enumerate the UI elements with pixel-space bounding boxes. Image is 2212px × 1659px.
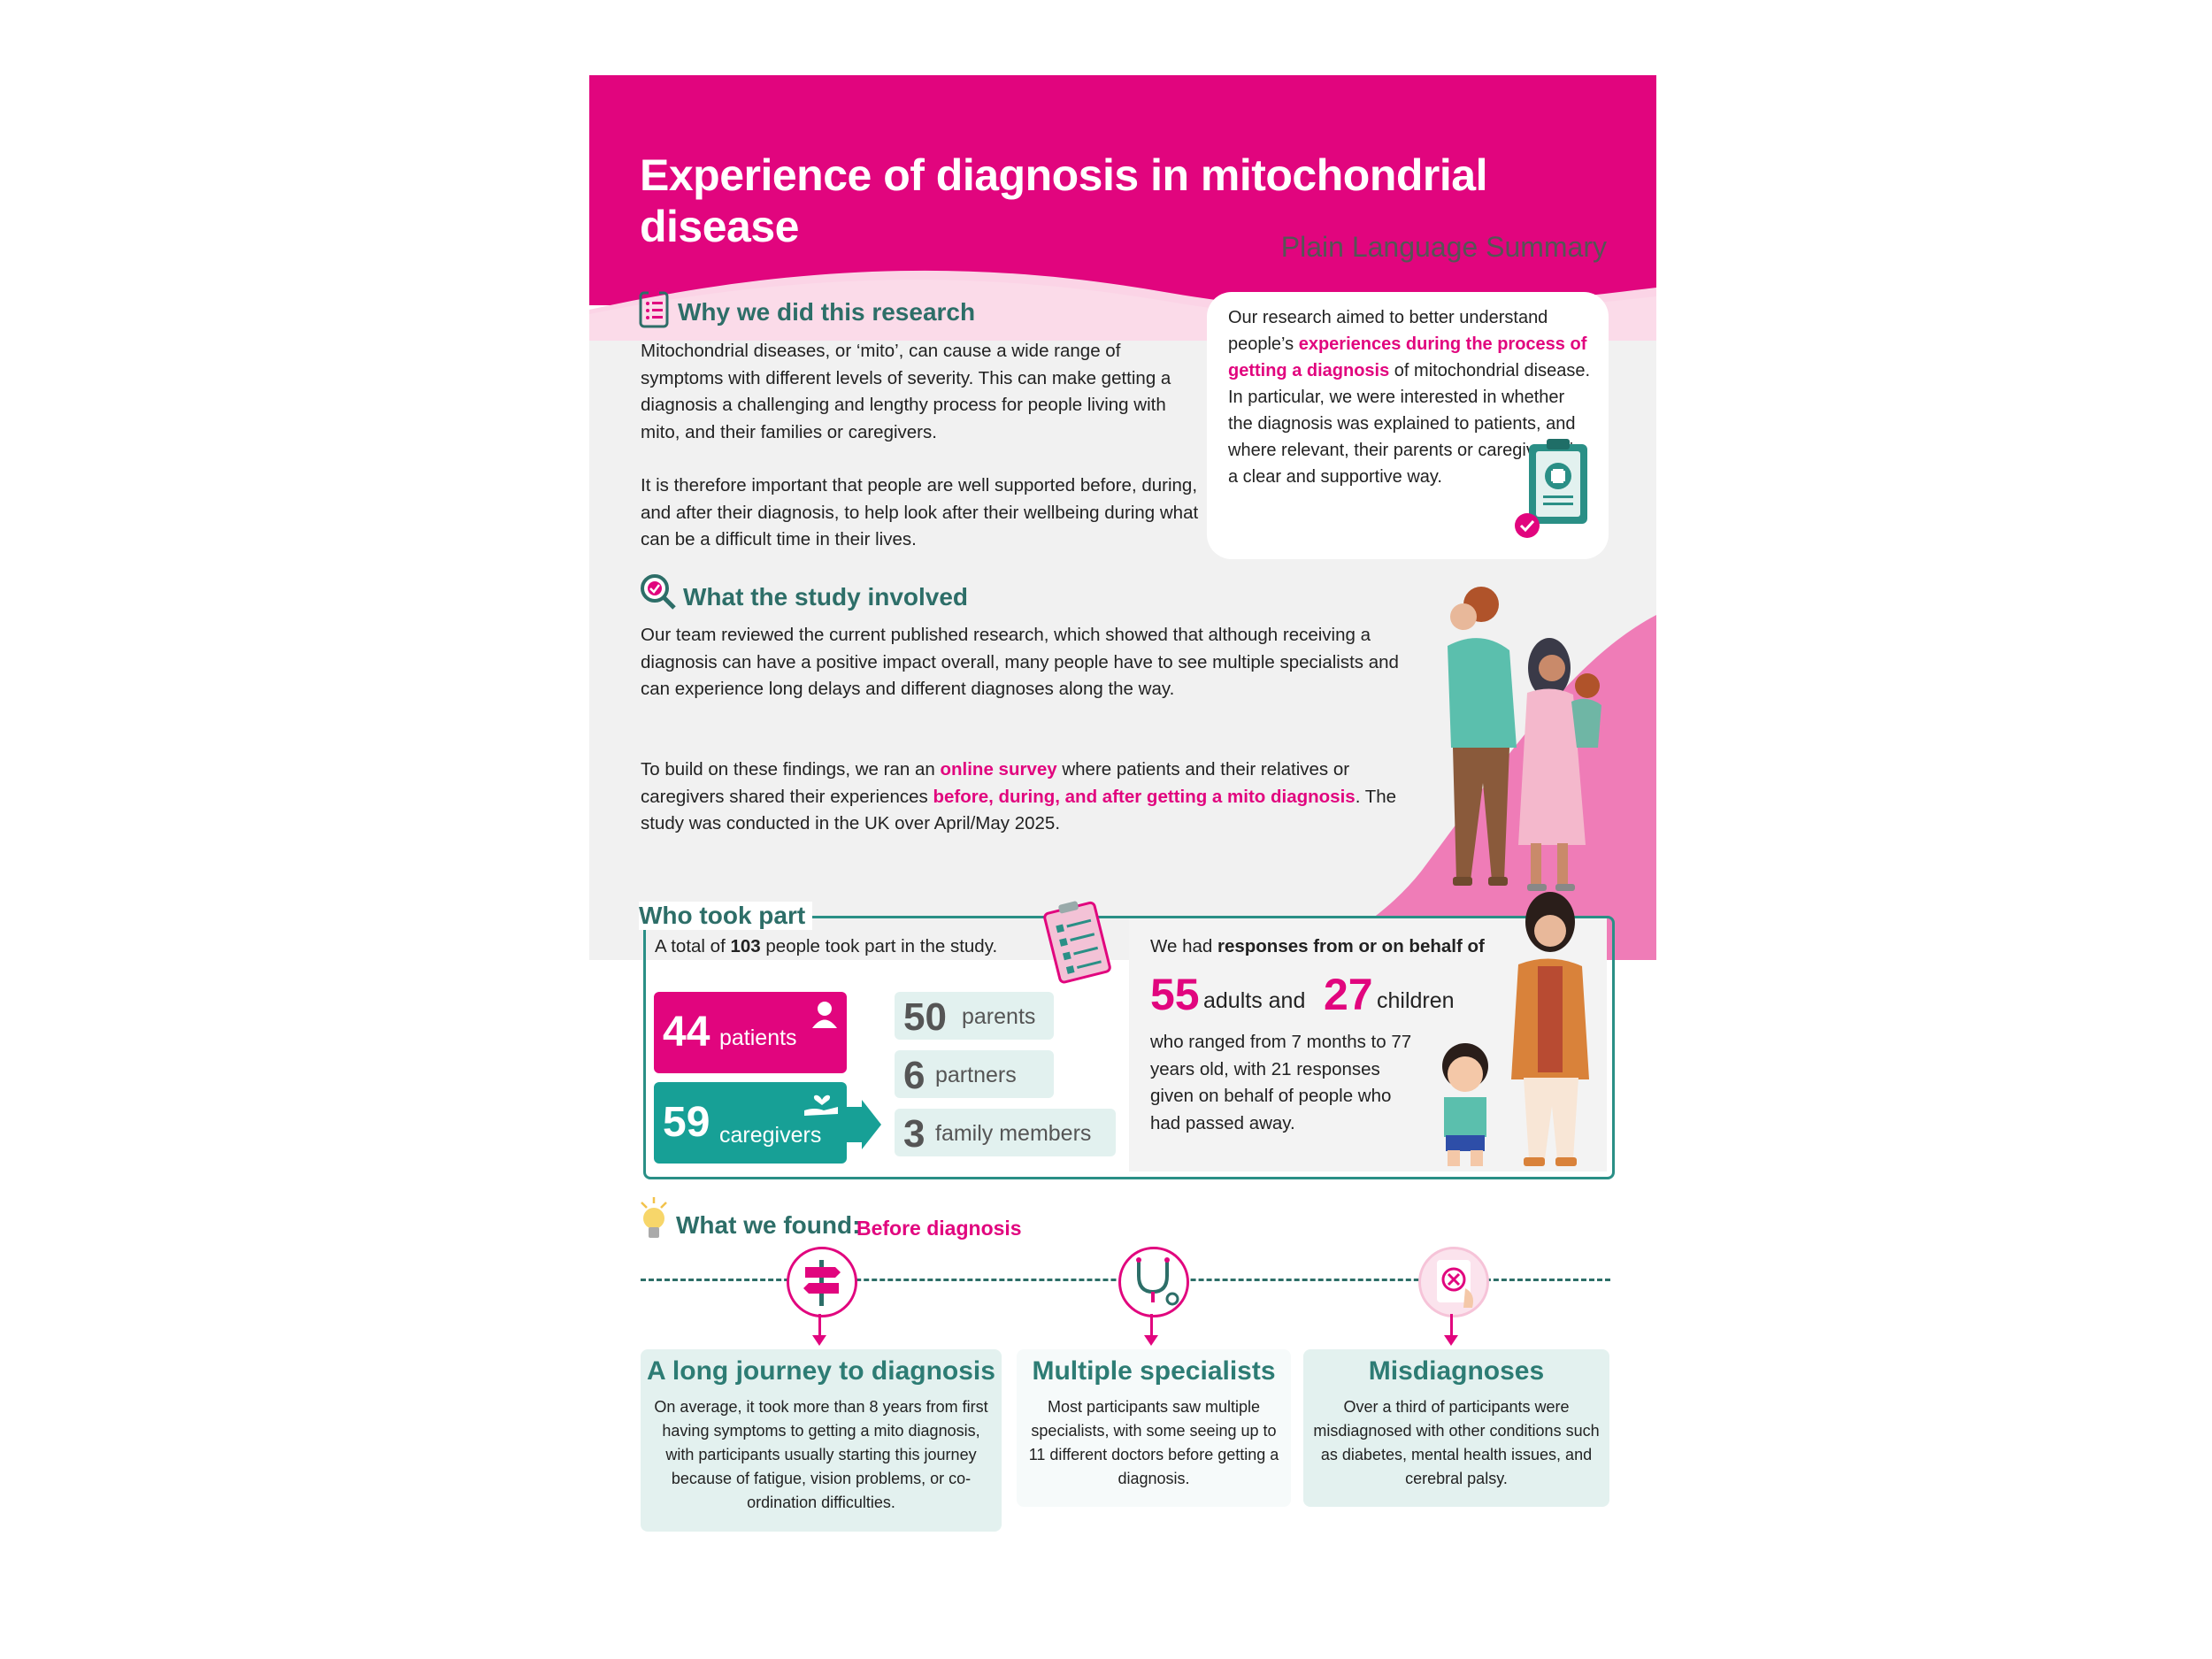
signpost-circle xyxy=(787,1247,857,1317)
connector-arrow-3 xyxy=(1444,1335,1458,1346)
children-label: children xyxy=(1377,988,1455,1013)
connector-2 xyxy=(1150,1314,1153,1340)
who-took-part-box xyxy=(643,916,1615,1179)
finding-card-specialists: Multiple specialists Most participants s… xyxy=(1017,1349,1291,1507)
header-banner xyxy=(589,75,1656,305)
connector-arrow-2 xyxy=(1144,1335,1158,1346)
person-icon xyxy=(812,1002,837,1028)
adults-count: 55 xyxy=(1150,970,1200,1019)
lightbulb-icon xyxy=(641,1197,667,1238)
study-p2-b: where patients and their relatives or ca… xyxy=(641,759,1350,807)
page-subtitle: Plain Language Summary xyxy=(1280,231,1607,263)
study-paragraph-1: Our team reviewed the current published … xyxy=(641,625,1399,699)
caring-hand-icon xyxy=(804,1094,838,1116)
parents-label: parents xyxy=(962,1004,1036,1029)
finding-text: On average, it took more than 8 years fr… xyxy=(654,1398,988,1511)
stethoscope-icon xyxy=(1136,1257,1179,1306)
study-p2-c: . The study was conducted in the UK over… xyxy=(641,786,1397,834)
connector-1 xyxy=(818,1314,821,1340)
patients-stat: 44 patients xyxy=(654,992,847,1073)
medical-clipboard-icon xyxy=(1515,439,1587,538)
before-diagnosis-label: Before diagnosis xyxy=(856,1217,1022,1240)
partners-stat: 6 partners xyxy=(895,1050,1054,1098)
total-count: 103 xyxy=(730,936,761,956)
summary-page: Experience of diagnosis in mitochondrial… xyxy=(589,75,1656,1586)
finding-card-misdiagnoses: Misdiagnoses Over a third of participant… xyxy=(1303,1349,1609,1507)
patients-count: 44 xyxy=(663,1009,710,1056)
adults-children-line: 55 adults and 27 children xyxy=(1150,969,1504,1022)
stethoscope-circle xyxy=(1118,1247,1189,1317)
family-members-count: 3 xyxy=(903,1112,926,1156)
children-count: 27 xyxy=(1324,970,1373,1019)
page-title: Experience of diagnosis in mitochondrial… xyxy=(640,150,1487,251)
aim-text: Our research aimed to better understand … xyxy=(1228,304,1591,490)
finding-title: Misdiagnoses xyxy=(1368,1356,1545,1386)
finding-card-long-journey: A long journey to diagnosis On average, … xyxy=(641,1349,1002,1532)
why-heading: Why we did this research xyxy=(678,298,976,326)
aim-text-part1: Our research aimed to better understand … xyxy=(1228,308,1548,354)
finding-title: A long journey to diagnosis xyxy=(647,1356,995,1386)
finding-text: Most participants saw multiple specialis… xyxy=(1028,1398,1279,1487)
connector-3 xyxy=(1450,1314,1453,1340)
age-range-text: who ranged from 7 months to 77 years old… xyxy=(1150,1032,1412,1133)
family-members-label: family members xyxy=(935,1121,1092,1146)
found-heading: What we found: xyxy=(676,1211,861,1239)
clipboard-list-icon xyxy=(639,288,669,328)
diagnosis-stages-highlight: before, during, and after getting a mito… xyxy=(933,786,1356,807)
mother-child-illustration xyxy=(1442,892,1589,1166)
total-participants-text: A total of 103 people took part in the s… xyxy=(655,933,1097,961)
adults-label: adults and xyxy=(1203,988,1306,1013)
why-paragraph-1: Mitochondrial diseases, or ‘mito’, can c… xyxy=(641,341,1171,442)
connector-arrow-1 xyxy=(812,1335,826,1346)
online-survey-highlight: online survey xyxy=(940,759,1057,780)
patients-label: patients xyxy=(719,1025,797,1050)
caregivers-stat: 59 caregivers xyxy=(654,1082,847,1164)
study-heading: What the study involved xyxy=(683,583,969,611)
who-heading: Who took part xyxy=(639,902,813,930)
magnifier-check-icon xyxy=(641,574,676,610)
responses-intro: We had responses from or on behalf of xyxy=(1150,933,1522,961)
family-illustration xyxy=(1448,587,1601,891)
misdiagnosis-circle xyxy=(1418,1247,1489,1317)
study-p2-a: To build on these findings, we ran an xyxy=(641,759,941,780)
why-paragraph-2: It is therefore important that people ar… xyxy=(641,475,1199,549)
parents-stat: 50 parents xyxy=(895,992,1054,1040)
aim-text-part2: of mitochondrial disease. In particular,… xyxy=(1228,361,1591,487)
study-paragraph-2: To build on these findings, we ran an on… xyxy=(641,757,1419,838)
family-members-stat: 3 family members xyxy=(895,1109,1116,1156)
caregivers-label: caregivers xyxy=(719,1123,822,1148)
research-aim-card: Our research aimed to better understand … xyxy=(1207,292,1609,559)
partners-count: 6 xyxy=(903,1054,926,1097)
arrow-right-icon xyxy=(846,1100,881,1149)
responses-bold: responses from or on behalf of xyxy=(1217,936,1485,956)
responses-a: We had xyxy=(1150,936,1217,956)
caregivers-count: 59 xyxy=(663,1099,710,1146)
checklist-icon xyxy=(1043,901,1111,984)
cross-document-icon xyxy=(1437,1260,1473,1308)
partners-label: partners xyxy=(935,1063,1017,1087)
total-text-b: people took part in the study. xyxy=(760,936,998,956)
total-text-a: A total of xyxy=(655,936,731,956)
finding-text: Over a third of participants were misdia… xyxy=(1313,1398,1600,1487)
signpost-icon xyxy=(803,1260,841,1306)
aim-highlight: experiences during the process of gettin… xyxy=(1228,334,1587,380)
finding-title: Multiple specialists xyxy=(1032,1356,1276,1386)
parents-count: 50 xyxy=(903,995,947,1039)
